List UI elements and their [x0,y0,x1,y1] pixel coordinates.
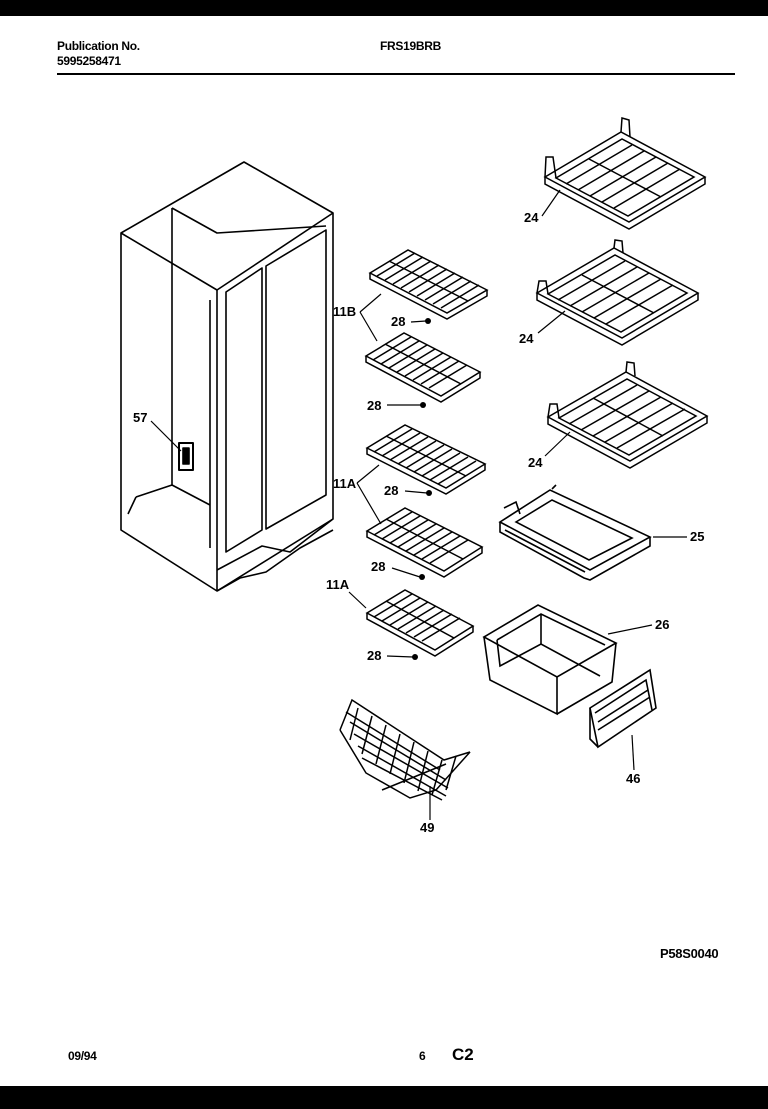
refrigerator-cabinet [120,161,334,592]
shelf-11a-first [365,424,487,495]
callout-57: 57 [133,410,148,425]
model-number: FRS19BRB [380,39,441,53]
shelf-11b-lower [364,332,482,403]
callout-25: 25 [690,529,705,544]
leader-lines [150,189,687,820]
shelf-24-top [543,117,707,230]
callout-11a-upper: 11A [333,476,357,491]
publication-number: 5995258471 [57,54,121,68]
crisper-cover-25 [498,484,652,581]
shelf-24-middle [535,239,700,346]
shelf-24-bottom [546,361,709,469]
footer-date: 09/94 [68,1049,97,1063]
callout-28-a: 28 [391,314,406,329]
callout-28-b: 28 [367,398,382,413]
drawing-code: P58S0040 [660,946,719,961]
shelf-11b-upper [368,249,489,320]
callout-28-d: 28 [371,559,386,574]
footer-page: 6 [419,1049,426,1063]
wire-basket-49 [339,698,471,801]
shelf-clips [412,318,432,660]
callout-11b: 11B [333,304,357,319]
callout-49: 49 [420,820,435,835]
callout-46: 46 [626,771,641,786]
callout-24-bottom: 24 [528,455,543,470]
callout-24-top: 24 [524,210,539,225]
callout-28-c: 28 [384,483,399,498]
callout-24-middle: 24 [519,331,534,346]
shelf-11a-second [365,507,484,578]
crisper-front-46 [589,668,657,749]
shelf-11a-third [365,589,475,657]
footer-section: C2 [452,1045,474,1064]
bottom-scan-border [0,1086,768,1109]
top-scan-border [0,0,768,16]
callout-26: 26 [655,617,670,632]
crisper-pan-26 [482,604,618,716]
callout-11a-lower: 11A [326,577,350,592]
callout-28-e: 28 [367,648,382,663]
publication-label: Publication No. [57,39,140,53]
